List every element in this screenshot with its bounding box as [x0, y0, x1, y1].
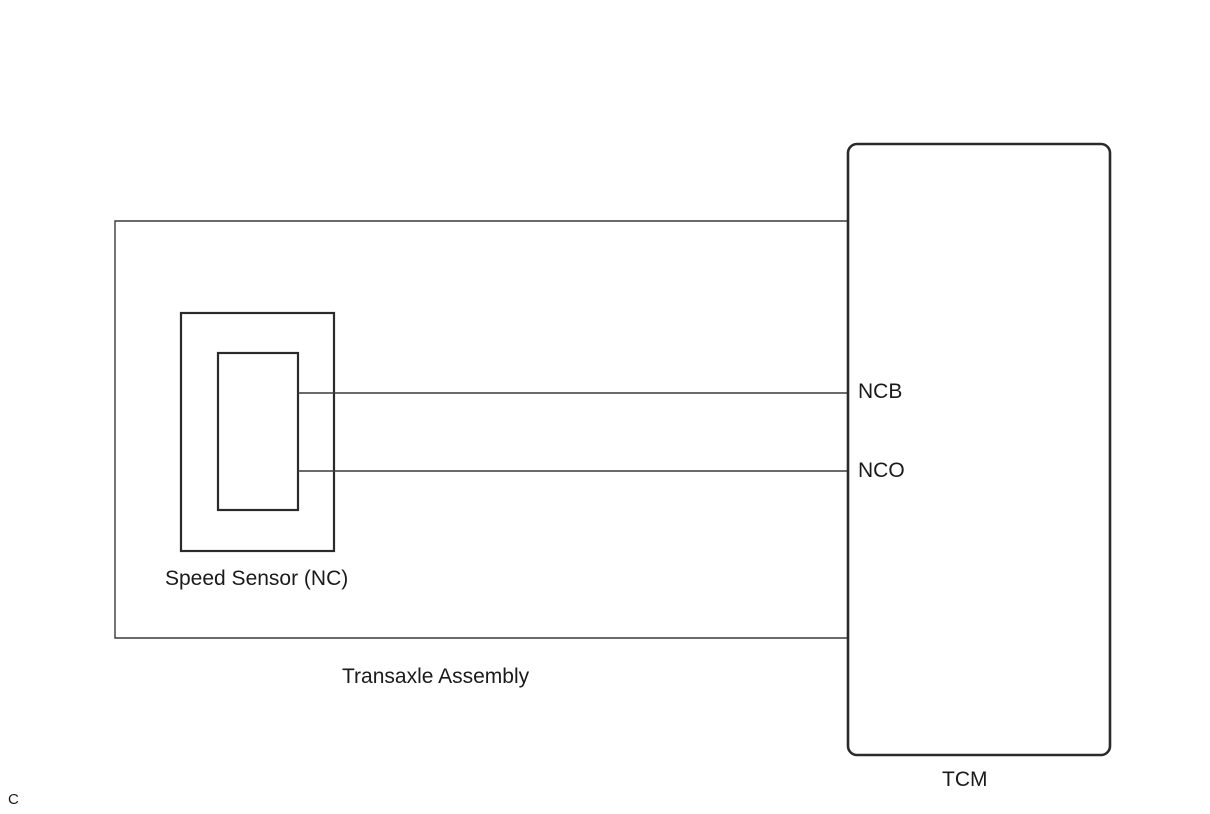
corner-mark: C — [8, 791, 19, 808]
speed-sensor-label: Speed Sensor (NC) — [165, 567, 349, 590]
tcm-block — [846, 142, 1112, 757]
pin-label-ncb: NCB — [858, 380, 903, 403]
transaxle-assembly-outline — [114, 220, 848, 639]
pin-label-nco: NCO — [858, 459, 905, 482]
transaxle-assembly-label: Transaxle Assembly — [342, 665, 530, 688]
tcm-label: TCM — [942, 768, 988, 791]
speed-sensor-housing — [179, 311, 336, 553]
speed-sensor-element — [216, 351, 300, 512]
